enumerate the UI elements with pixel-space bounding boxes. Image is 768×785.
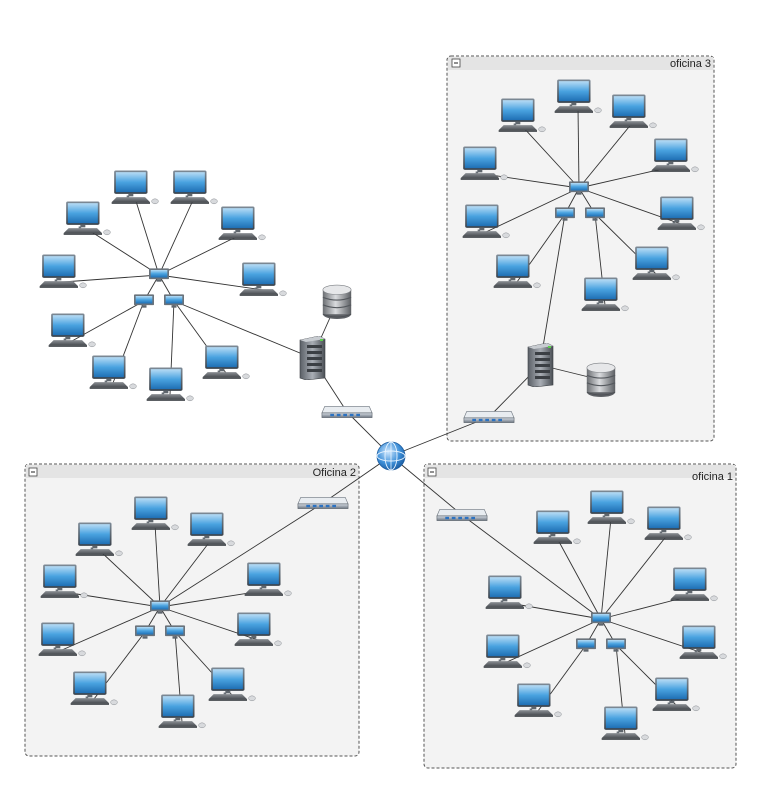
desktop-computer-icon[interactable] [239, 262, 287, 297]
network-switch-icon[interactable] [463, 410, 515, 424]
desktop-computer-icon[interactable] [39, 254, 87, 289]
link-line [485, 187, 580, 233]
server-tower-icon[interactable] [299, 336, 326, 380]
link-line [61, 606, 161, 651]
link-line [506, 618, 602, 663]
collapse-icon[interactable] [451, 58, 461, 68]
link-line [173, 300, 313, 359]
link-line [98, 549, 161, 608]
link-line [390, 416, 490, 457]
link-line [158, 233, 243, 276]
link-line [539, 213, 566, 366]
link-line [521, 125, 580, 189]
link-line [578, 121, 634, 189]
desktop-computer-icon[interactable] [111, 170, 159, 205]
collapse-icon[interactable] [427, 467, 437, 477]
network-hub-icon[interactable] [149, 268, 169, 282]
server-tower-icon[interactable] [527, 343, 554, 387]
desktop-computer-icon[interactable] [63, 201, 111, 236]
link-line [134, 197, 160, 276]
link-line [508, 602, 602, 620]
desktop-computer-icon[interactable] [89, 355, 137, 390]
group-label: oficina 1 [692, 471, 733, 483]
group-label: oficina 3 [670, 58, 711, 70]
group-label: Oficina 2 [313, 467, 356, 479]
desktop-computer-icon[interactable] [146, 367, 194, 402]
link-line [390, 455, 463, 516]
network-switch-icon[interactable] [297, 496, 349, 510]
network-hub-icon[interactable] [164, 294, 184, 308]
database-icon[interactable] [586, 362, 616, 398]
link-line [600, 517, 612, 620]
nodes-layer [38, 79, 727, 741]
link-line [600, 533, 669, 620]
link-line [461, 514, 602, 620]
link-line [159, 539, 212, 608]
link-line [159, 502, 324, 608]
collapse-icon[interactable] [28, 467, 38, 477]
desktop-computer-icon[interactable] [170, 170, 218, 205]
link-line [154, 523, 161, 608]
network-switch-icon[interactable] [436, 508, 488, 522]
network-switch-icon[interactable] [321, 405, 373, 419]
link-line [86, 228, 160, 276]
link-line [62, 274, 160, 283]
link-line [158, 197, 195, 276]
link-line [556, 537, 602, 620]
desktop-computer-icon[interactable] [218, 206, 266, 241]
network-hub-icon[interactable] [134, 294, 154, 308]
database-icon[interactable] [322, 284, 352, 320]
globe-icon[interactable] [376, 441, 406, 471]
link-line [63, 591, 161, 608]
desktop-computer-icon[interactable] [48, 313, 96, 348]
link-line [577, 106, 580, 189]
group-oficina-3[interactable]: oficina 3 [446, 55, 715, 442]
desktop-computer-icon[interactable] [202, 345, 250, 380]
link-line [483, 173, 580, 189]
link-line [158, 274, 264, 291]
